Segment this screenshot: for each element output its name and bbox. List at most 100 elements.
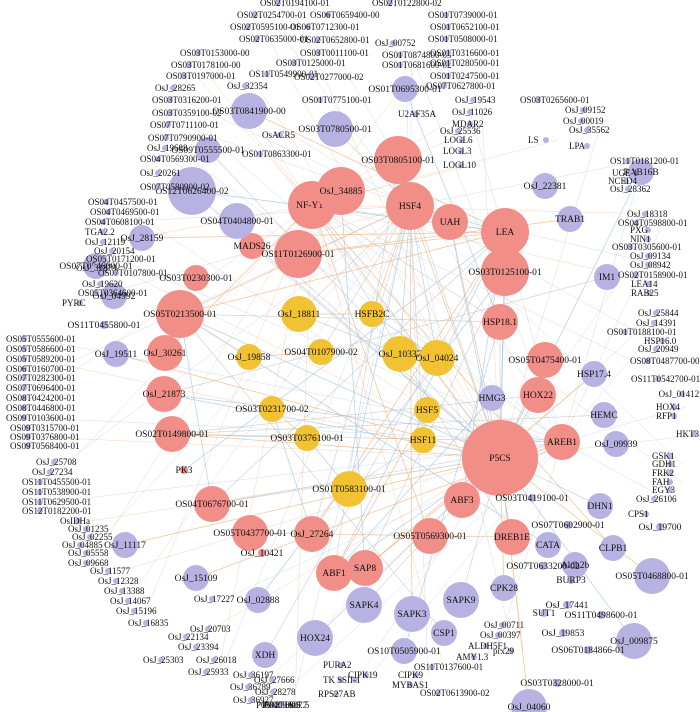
edge (409, 160, 641, 207)
peripheral-node-dot (21, 356, 27, 362)
node-circle (297, 620, 333, 656)
peripheral-node-label: OsJ_04885 (62, 540, 103, 550)
node-label: SAPK9 (446, 596, 475, 606)
node-os04t0404800-01: OS04T0404800-01 (200, 203, 274, 239)
node-sapk4: SAPK4 (346, 587, 382, 623)
peripheral-node-dot (642, 211, 648, 217)
peripheral-node-dot (155, 156, 161, 162)
node-label: OsJ_10421 (241, 549, 284, 559)
peripheral-node-dot (271, 702, 277, 708)
node-os05t0475400-01: OS05T0475400-01 (508, 342, 582, 378)
edge (65, 205, 411, 463)
peripheral-node-dot (584, 127, 590, 133)
peripheral-node-label: NCED4 (608, 176, 637, 186)
node-circle (462, 420, 538, 496)
node-osj-04024: OsJ_04024 (416, 340, 459, 376)
peripheral-node-label: OsJ_00752 (375, 38, 416, 48)
peripheral-node-dot (83, 550, 89, 556)
node-label: OsJ_15109 (175, 574, 218, 584)
node-circle (491, 575, 517, 601)
peripheral-node-label: OS02T0635000-01 (239, 34, 309, 44)
node-label: IM1 (599, 273, 616, 283)
peripheral-node-label: OsJ_00711 (484, 620, 524, 630)
node-circle (594, 264, 620, 290)
node-circle (562, 552, 588, 578)
node-label: SAPK3 (397, 610, 426, 620)
peripheral-node-dot (671, 404, 677, 410)
node-label: OS02T0149800-01 (135, 430, 209, 440)
node-label: OsJ_28159 (121, 234, 164, 244)
node-circle (168, 167, 216, 215)
peripheral-node-label: OsJ_12328 (98, 576, 139, 586)
peripheral-node-label: OS02T0277000-02 (294, 72, 364, 82)
edge (298, 313, 401, 355)
node-os03t0230300-01: OS03T0230300-01 (159, 265, 233, 291)
node-hox22: HOX22 (520, 377, 556, 413)
peripheral-node-label: OS04T0598800-01 (618, 218, 688, 228)
node-label: OS11T0126900-01 (261, 250, 334, 260)
peripheral-node-label: OS02T0254700-01 (237, 10, 307, 20)
peripheral-node-dot (103, 199, 109, 205)
node-osj-10421: OsJ_10421 (241, 549, 284, 559)
peripheral-node-label: OS02T0613900-02 (420, 688, 490, 698)
peripheral-node-dot (645, 262, 651, 268)
edge (271, 408, 313, 535)
node-hsfb2c: HSFB2C (355, 301, 389, 327)
node-osj-27264: OsJ_27264 (291, 516, 334, 552)
peripheral-node-dot (47, 469, 53, 475)
peripheral-node-label: MDAR2 (452, 119, 484, 129)
edge (409, 205, 511, 636)
node-label: SUT1 (533, 609, 556, 619)
peripheral-node-label: OS04T0457500-01 (88, 197, 158, 207)
node-label: HOX24 (300, 634, 330, 644)
peripheral-node-dot (325, 12, 331, 18)
node-label: OS03T0125100-01 (468, 268, 542, 278)
peripheral-node-dot (113, 578, 119, 584)
peripheral-node-label: OS01T0681600-02 (382, 60, 452, 70)
node-os05t0569300-01: OS05T0569300-01 (393, 518, 467, 554)
peripheral-node-label: OS03T0011100-01 (300, 48, 369, 58)
node-circle (156, 290, 204, 338)
node-label: LEA (496, 228, 515, 238)
peripheral-node-label: MYBAS1 (392, 680, 429, 690)
node-os07t0602900-01: OS07T0602900-01 (531, 521, 605, 531)
peripheral-node-dot (333, 691, 339, 697)
node-label: HMG3 (479, 394, 506, 404)
edge (179, 231, 506, 315)
node-circle (482, 304, 518, 340)
edge (256, 85, 501, 459)
node-areb1: AREB1 (544, 424, 580, 460)
node-os03t0125100-01: OS03T0125100-01 (468, 248, 542, 296)
edge (294, 204, 313, 712)
peripheral-node-dot (119, 588, 125, 594)
node-label: OsJ_04992 (93, 292, 136, 302)
node-circle (412, 518, 448, 554)
peripheral-node-label: OS04T0608100-01 (85, 217, 155, 227)
peripheral-node-label: OsJ_19543 (455, 95, 496, 105)
edge (163, 276, 608, 395)
peripheral-node-label: OS03T0153000-00 (180, 48, 250, 58)
edge (311, 204, 445, 668)
node-os03t0231700-02: OS03T0231700-02 (235, 396, 309, 422)
peripheral-node-label: OsJ_35562 (569, 125, 610, 135)
peripheral-node-label: OS02T0158900-01 (618, 270, 688, 280)
node-label: PK3 (176, 466, 193, 476)
peripheral-node-label: OsJ_11577 (90, 566, 131, 576)
peripheral-node-dot (83, 560, 89, 566)
node-hemc: HEMC (590, 402, 618, 428)
peripheral-node-dot (645, 236, 651, 242)
node-trab1: TRAB1 (555, 206, 585, 232)
peripheral-node-label: OS05T0555600-01 (6, 334, 76, 344)
peripheral-node-label: OsJ_27666 (254, 675, 295, 685)
peripheral-node-label: OsJ_32354 (227, 81, 268, 91)
node-hox24: HOX24 (297, 620, 333, 656)
node-circle (258, 549, 266, 557)
peripheral-node-dot (109, 248, 115, 254)
node-circle (584, 646, 592, 654)
peripheral-node-dot (77, 300, 83, 306)
node-circle (129, 225, 155, 251)
peripheral-node-dot (37, 479, 43, 485)
node-osj-30261: OsJ_30261 (144, 335, 187, 371)
node-im1: IM1 (594, 264, 620, 290)
node-label: HSF5 (416, 406, 438, 416)
